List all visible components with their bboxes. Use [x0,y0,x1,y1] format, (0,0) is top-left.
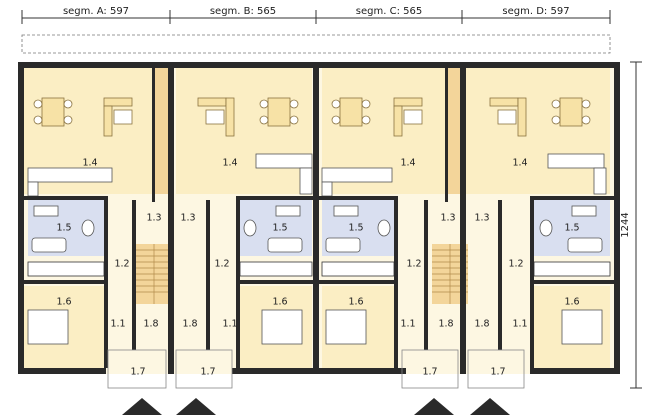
room-labels: 1.4 1.5 1.2 1.6 1.1 1.3 1.8 1.7 1.4 1.5 … [56,158,579,378]
unit-b-bedroom-label: 1.6 [272,297,287,308]
unit-a-vestibule-label: 1.3 [146,213,161,224]
unit-c-bath-label: 1.5 [348,223,363,234]
unit-c-vestibule-label: 1.3 [440,213,455,224]
unit-b-wc-label: 1.1 [222,319,237,330]
bath-fixtures [31,205,603,253]
unit-b-terrace-label: 1.7 [200,367,215,378]
sofa-b [197,97,235,137]
unit-d-vestibule-label: 1.3 [474,213,489,224]
unit-d-wc-label: 1.1 [512,319,527,330]
unit-b-bath-label: 1.5 [272,223,287,234]
unit-b-hall-label: 1.2 [214,259,229,270]
sofa-c [393,97,423,137]
unit-c-hall-label: 1.2 [406,259,421,270]
unit-c-terrace-label: 1.7 [422,367,437,378]
depth-dimension: 1244 [620,61,642,389]
dining-set-b [259,97,299,127]
segment-a-label: segm. A: 597 [63,6,129,17]
segment-b-label: segm. B: 565 [210,6,276,17]
terraces [107,349,525,389]
unit-a-stairs-label: 1.8 [143,319,158,330]
kitchen-counters [27,153,607,197]
segment-c-label: segm. C: 565 [356,6,422,17]
walls [18,62,620,374]
dining-set-d [551,97,591,127]
unit-d-terrace-label: 1.7 [490,367,505,378]
unit-a-hall-label: 1.2 [114,259,129,270]
unit-d-living-label: 1.4 [512,158,527,169]
unit-b-vestibule-label: 1.3 [180,213,195,224]
unit-a-wc-label: 1.1 [110,319,125,330]
sofa-a [103,97,133,137]
dining-set-c [331,97,371,127]
unit-c-bedroom-label: 1.6 [348,297,363,308]
depth-label: 1244 [620,212,631,237]
top-dimension-line: segm. A: 597 segm. B: 565 segm. C: 565 s… [21,6,611,24]
unit-c-stairs-label: 1.8 [438,319,453,330]
unit-d-bath-label: 1.5 [564,223,579,234]
dining-set-a [33,97,73,127]
unit-b-stairs-label: 1.8 [182,319,197,330]
unit-a-bedroom-label: 1.6 [56,297,71,308]
unit-c-wc-label: 1.1 [400,319,415,330]
unit-d-stairs-label: 1.8 [474,319,489,330]
unit-a-bath-label: 1.5 [56,223,71,234]
sofa-d [489,97,527,137]
unit-a-terrace-label: 1.7 [130,367,145,378]
unit-b-living-label: 1.4 [222,158,237,169]
roof-outline [21,34,611,54]
unit-d-bedroom-label: 1.6 [564,297,579,308]
unit-d-hall-label: 1.2 [508,259,523,270]
furniture [33,97,591,137]
beds [27,309,603,345]
segment-d-label: segm. D: 597 [502,6,569,17]
unit-a-living-label: 1.4 [82,158,97,169]
entrance-markers [122,398,510,415]
unit-c-living-label: 1.4 [400,158,415,169]
